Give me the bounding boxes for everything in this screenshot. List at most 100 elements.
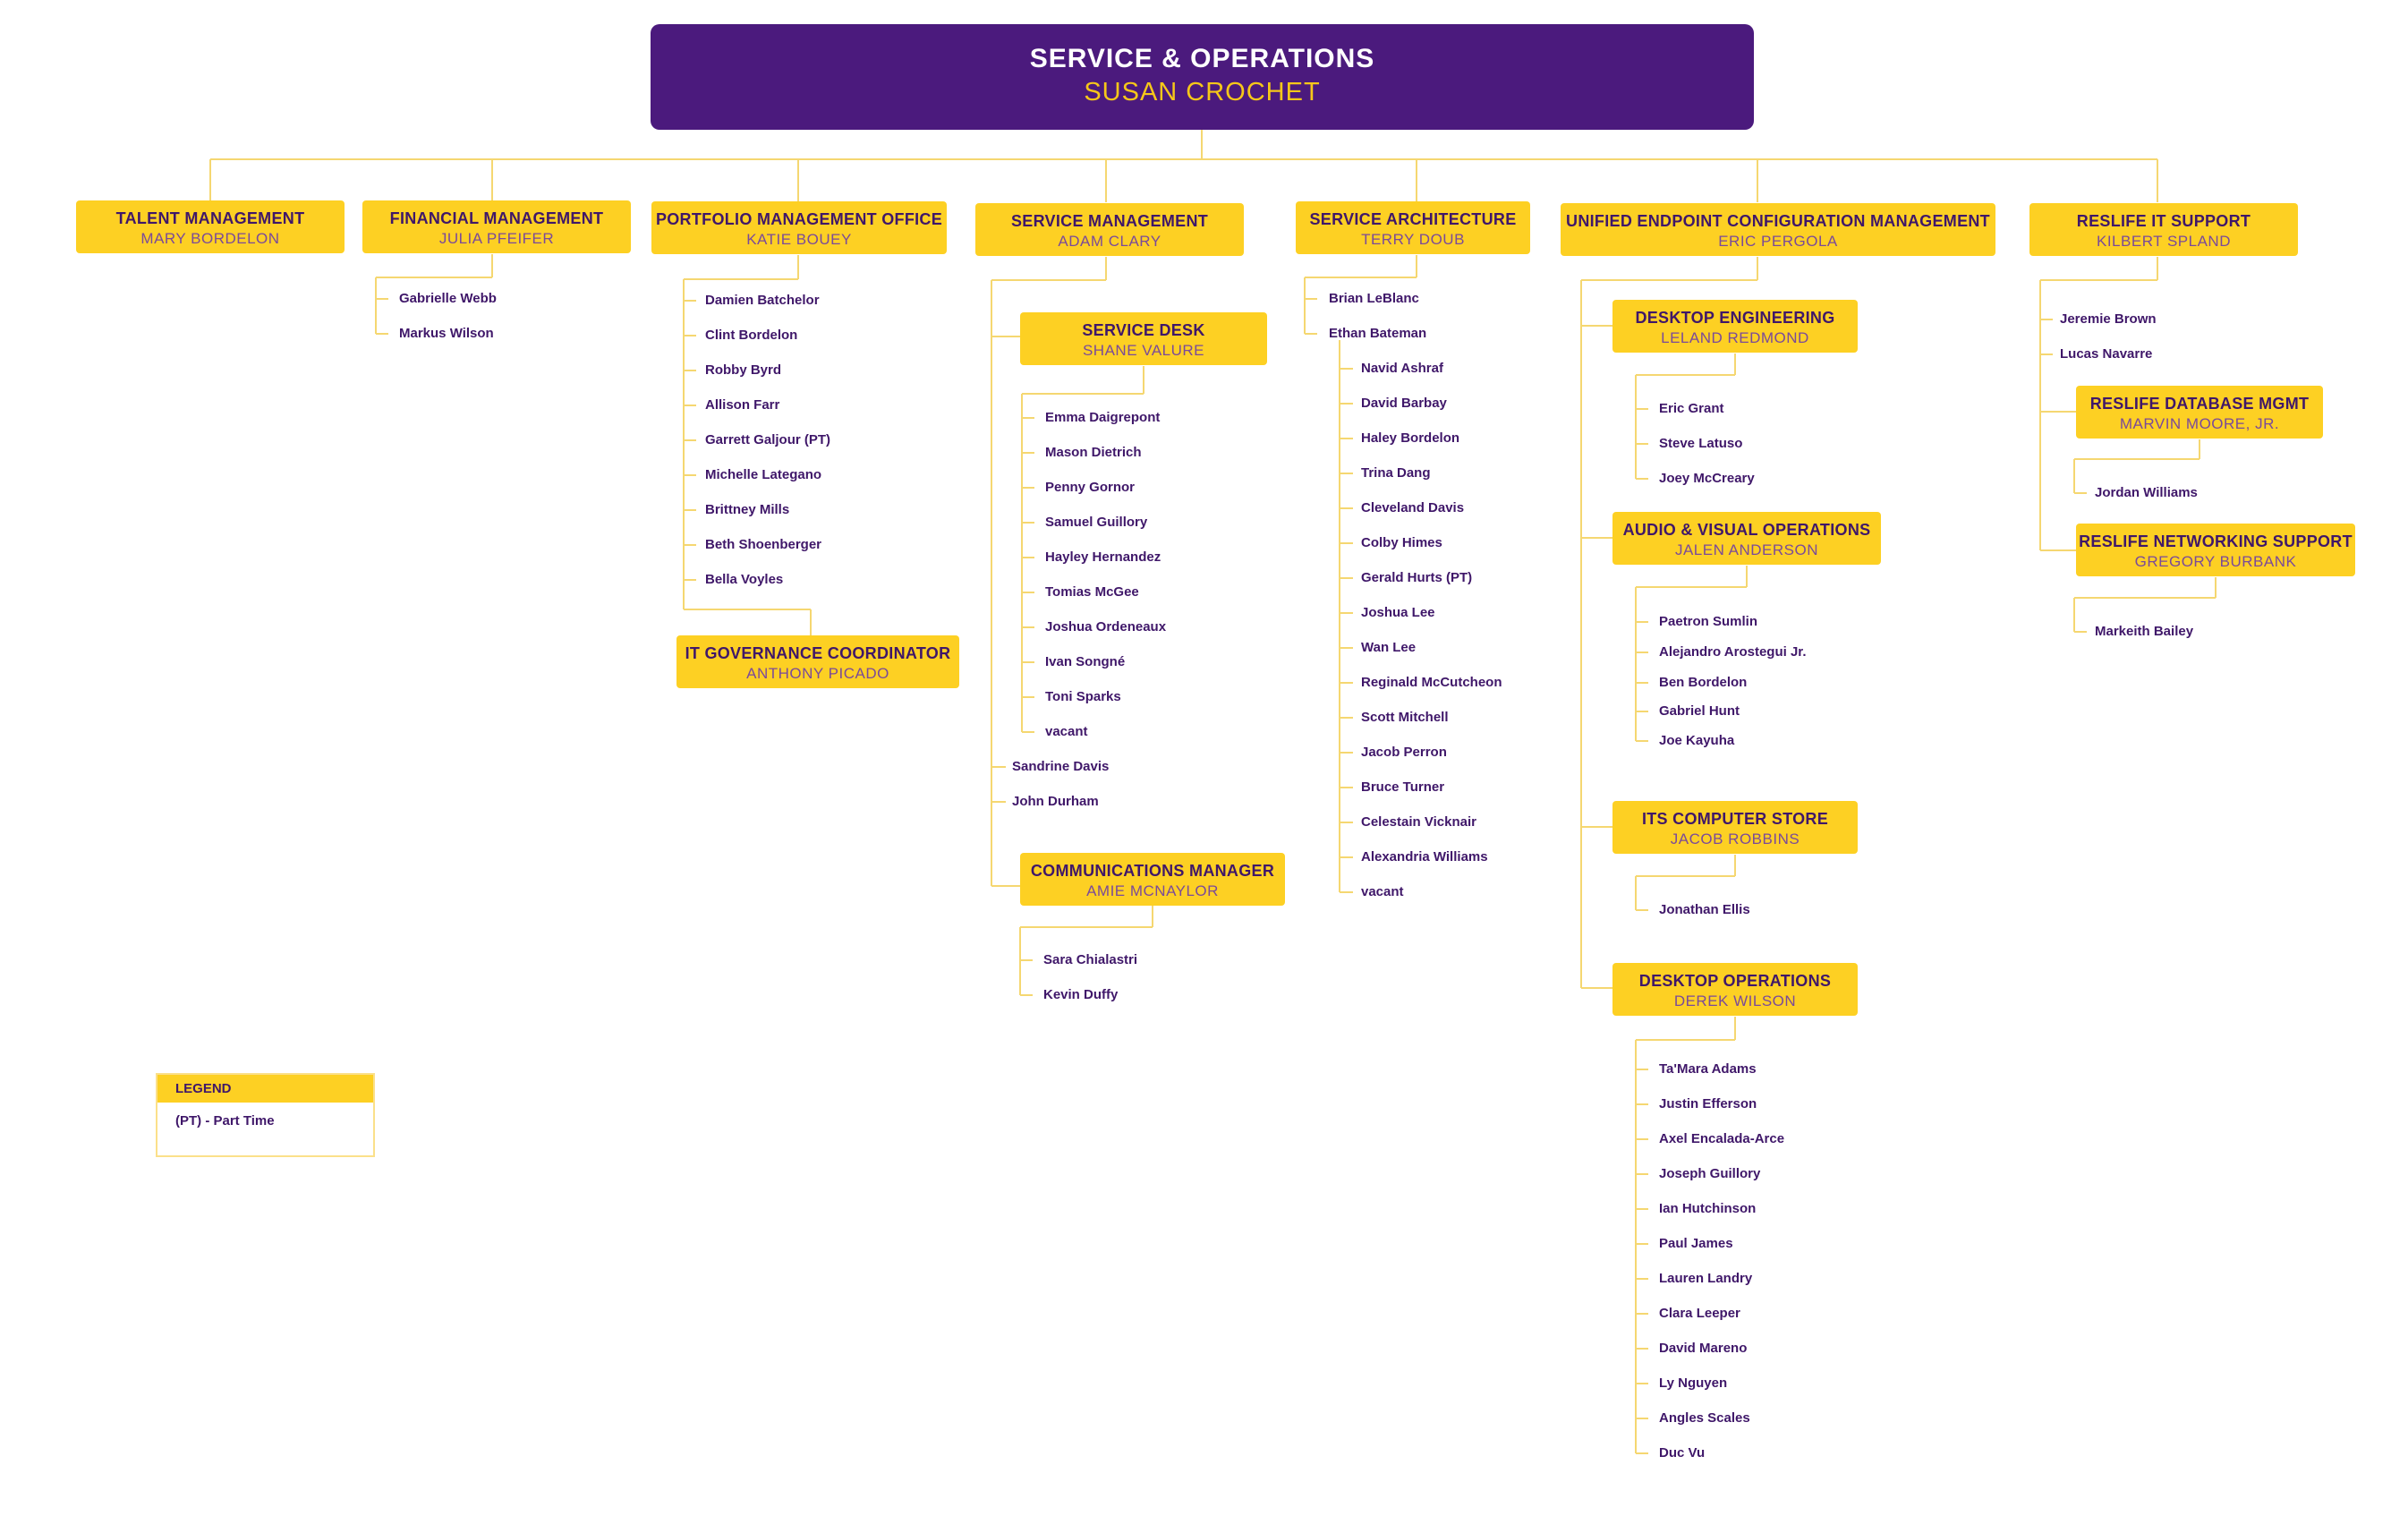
box-title: AUDIO & VISUAL OPERATIONS [1622, 521, 1871, 539]
staff-member: Gabriel Hunt [1659, 703, 1740, 719]
box-name: ANTHONY PICADO [746, 665, 889, 682]
reslife-it-support-box: RESLIFE IT SUPPORT KILBERT SPLAND [2029, 203, 2298, 256]
staff-member: Trina Dang [1361, 465, 1431, 481]
staff-member: Joshua Ordeneaux [1045, 619, 1167, 635]
staff-member: Joe Kayuha [1659, 733, 1735, 748]
staff-member: Garrett Galjour (PT) [705, 432, 831, 447]
box-name: LELAND REDMOND [1661, 329, 1809, 346]
staff-member: Damien Batchelor [705, 293, 820, 308]
staff-member: Bruce Turner [1361, 779, 1445, 795]
staff-member: Ethan Bateman [1329, 326, 1427, 341]
staff-member: David Mareno [1659, 1341, 1748, 1356]
staff-member: Steve Latuso [1659, 436, 1743, 451]
service-management-box: SERVICE MANAGEMENT ADAM CLARY [975, 203, 1244, 256]
staff-member: Lucas Navarre [2060, 346, 2153, 362]
staff-member: Duc Vu [1659, 1445, 1706, 1461]
box-title: RESLIFE IT SUPPORT [2076, 212, 2251, 230]
box-title: UNIFIED ENDPOINT CONFIGURATION MANAGEMEN… [1566, 212, 1990, 230]
box-title: ITS COMPUTER STORE [1641, 810, 1829, 828]
staff-member: Reginald McCutcheon [1361, 675, 1502, 690]
box-name: JALEN ANDERSON [1674, 541, 1819, 558]
staff-member: Ly Nguyen [1659, 1375, 1728, 1391]
box-name: MARY BORDELON [140, 230, 280, 247]
staff-member: Colby Himes [1361, 535, 1442, 550]
box-name: JACOB ROBBINS [1670, 830, 1800, 847]
staff-member: Michelle Lategano [705, 467, 822, 482]
communications-manager-box: COMMUNICATIONS MANAGER AMIE MCNAYLOR [1020, 853, 1285, 906]
its-computer-store-box: ITS COMPUTER STORE JACOB ROBBINS [1612, 801, 1858, 854]
staff-member: Emma Daigrepont [1045, 410, 1161, 425]
staff-member: Tomias McGee [1045, 584, 1139, 600]
staff-member: Axel Encalada-Arce [1659, 1131, 1785, 1146]
staff-member: Bella Voyles [705, 572, 784, 587]
staff-member: Sandrine Davis [1012, 759, 1110, 774]
staff-member: Paetron Sumlin [1659, 614, 1758, 629]
staff-member: Hayley Hernandez [1045, 549, 1161, 565]
staff-member: Penny Gornor [1045, 480, 1136, 495]
staff-member: Jonathan Ellis [1659, 902, 1750, 917]
staff-member: Gerald Hurts (PT) [1361, 570, 1473, 585]
staff-member: Eric Grant [1659, 401, 1724, 416]
staff-member: Haley Bordelon [1361, 430, 1460, 446]
staff-member: Alejandro Arostegui Jr. [1659, 644, 1807, 660]
staff-member: Beth Shoenberger [705, 537, 822, 552]
staff-member: Toni Sparks [1045, 689, 1121, 704]
audio-visual-operations-box: AUDIO & VISUAL OPERATIONS JALEN ANDERSON [1612, 512, 1881, 565]
staff-member: Ta'Mara Adams [1659, 1061, 1757, 1077]
box-title: RESLIFE DATABASE MGMT [2089, 395, 2310, 413]
staff-member: Gabrielle Webb [399, 291, 497, 306]
box-name: SHANE VALURE [1082, 342, 1205, 359]
legend: LEGEND (PT) - Part Time [156, 1073, 375, 1157]
staff-member: Kevin Duffy [1043, 987, 1119, 1002]
legend-item: (PT) - Part Time [175, 1113, 275, 1128]
staff-member: Jeremie Brown [2060, 311, 2157, 327]
box-title: FINANCIAL MANAGEMENT [389, 209, 604, 227]
box-name: ERIC PERGOLA [1718, 233, 1838, 250]
reslife-database-mgmt-box: RESLIFE DATABASE MGMT MARVIN MOORE, JR. [2076, 386, 2323, 439]
staff-member: vacant [1361, 884, 1404, 899]
staff-member: Clint Bordelon [705, 328, 798, 343]
staff-member: Cleveland Davis [1361, 500, 1465, 515]
box-title: RESLIFE NETWORKING SUPPORT [2079, 532, 2353, 550]
box-title: COMMUNICATIONS MANAGER [1030, 862, 1275, 880]
staff-member: Brittney Mills [705, 502, 790, 517]
unified-endpoint-configuration-management-box: UNIFIED ENDPOINT CONFIGURATION MANAGEMEN… [1561, 203, 1995, 256]
box-name: TERRY DOUB [1361, 231, 1465, 248]
box-name: JULIA PFEIFER [438, 230, 555, 247]
staff-member: Jordan Williams [2095, 485, 2198, 500]
box-title: DESKTOP OPERATIONS [1638, 972, 1832, 990]
staff-member: Joseph Guillory [1659, 1166, 1761, 1181]
staff-member: Paul James [1659, 1236, 1733, 1251]
staff-member: Clara Leeper [1659, 1306, 1740, 1321]
portfolio-management-office-box: PORTFOLIO MANAGEMENT OFFICE KATIE BOUEY [651, 201, 947, 254]
box-name: DEREK WILSON [1673, 992, 1797, 1009]
staff-member: Angles Scales [1659, 1410, 1750, 1426]
staff-member: Jacob Perron [1361, 745, 1447, 760]
staff-member: Justin Efferson [1659, 1096, 1757, 1111]
service-operations-header: SERVICE & OPERATIONS SUSAN CROCHET [651, 24, 1754, 130]
staff-member: Celestain Vicknair [1361, 814, 1476, 830]
staff-member: Navid Ashraf [1361, 361, 1443, 376]
box-name: MARVIN MOORE, JR. [2119, 415, 2280, 432]
box-title: DESKTOP ENGINEERING [1635, 309, 1835, 327]
box-name: ADAM CLARY [1058, 233, 1161, 250]
service-desk-box: SERVICE DESK SHANE VALURE [1020, 312, 1267, 365]
staff-member: Markeith Bailey [2095, 624, 2194, 639]
box-title: TALENT MANAGEMENT [115, 209, 305, 227]
box-title: SERVICE MANAGEMENT [1010, 212, 1209, 230]
box-title: SERVICE ARCHITECTURE [1309, 210, 1517, 228]
box-name: AMIE MCNAYLOR [1086, 882, 1219, 899]
staff-member: Markus Wilson [399, 326, 494, 341]
staff-member: John Durham [1012, 794, 1099, 809]
header-title: SERVICE & OPERATIONS [1029, 44, 1375, 73]
desktop-engineering-box: DESKTOP ENGINEERING LELAND REDMOND [1612, 300, 1858, 353]
desktop-operations-box: DESKTOP OPERATIONS DEREK WILSON [1612, 963, 1858, 1016]
box-name: KATIE BOUEY [746, 231, 852, 248]
box-title: IT GOVERNANCE COORDINATOR [685, 644, 951, 662]
financial-management-box: FINANCIAL MANAGEMENT JULIA PFEIFER [362, 200, 631, 253]
staff-member: Mason Dietrich [1045, 445, 1142, 460]
staff-member: Sara Chialastri [1043, 952, 1138, 967]
it-governance-coordinator-box: IT GOVERNANCE COORDINATOR ANTHONY PICADO [676, 635, 959, 688]
header-name: SUSAN CROCHET [1084, 78, 1321, 106]
